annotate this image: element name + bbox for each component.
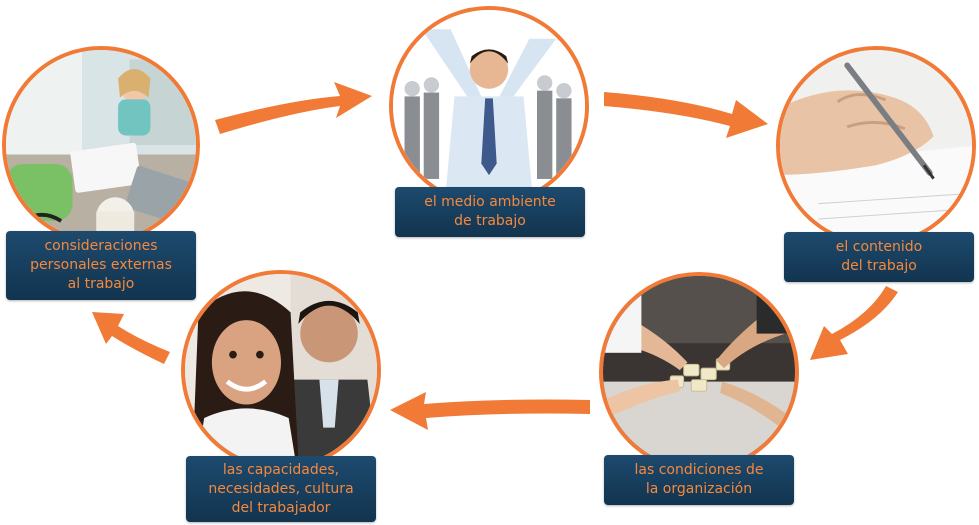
arrow-content-to-conditions [810, 286, 898, 360]
photo-smiling-workers [181, 270, 381, 470]
cheering-businessman-photo [393, 10, 585, 202]
label-work-content: el contenido del trabajo [784, 232, 974, 282]
arrow-environment-to-content [604, 92, 768, 138]
arrow-capabilities-to-personal [92, 312, 170, 364]
label-worker-capabilities: las capacidades, necesidades, cultura de… [186, 456, 376, 522]
smiling-workers-photo [185, 274, 377, 466]
photo-hand-writing [776, 46, 976, 246]
label-personal-considerations: consideraciones personales externas al t… [6, 231, 196, 300]
hand-writing-pen-photo [780, 50, 972, 242]
photo-team-puzzle [599, 272, 799, 472]
child-with-laptop-photo [6, 50, 196, 240]
label-work-environment: el medio ambiente de trabajo [395, 187, 585, 237]
team-hands-puzzle-photo [603, 276, 795, 468]
photo-cheering-businessman [389, 6, 589, 206]
label-organization-conditions: las condiciones de la organización [604, 455, 794, 505]
arrow-conditions-to-capabilities [390, 392, 590, 430]
photo-child-laptop [2, 46, 200, 244]
arrow-personal-to-environment [215, 82, 372, 134]
